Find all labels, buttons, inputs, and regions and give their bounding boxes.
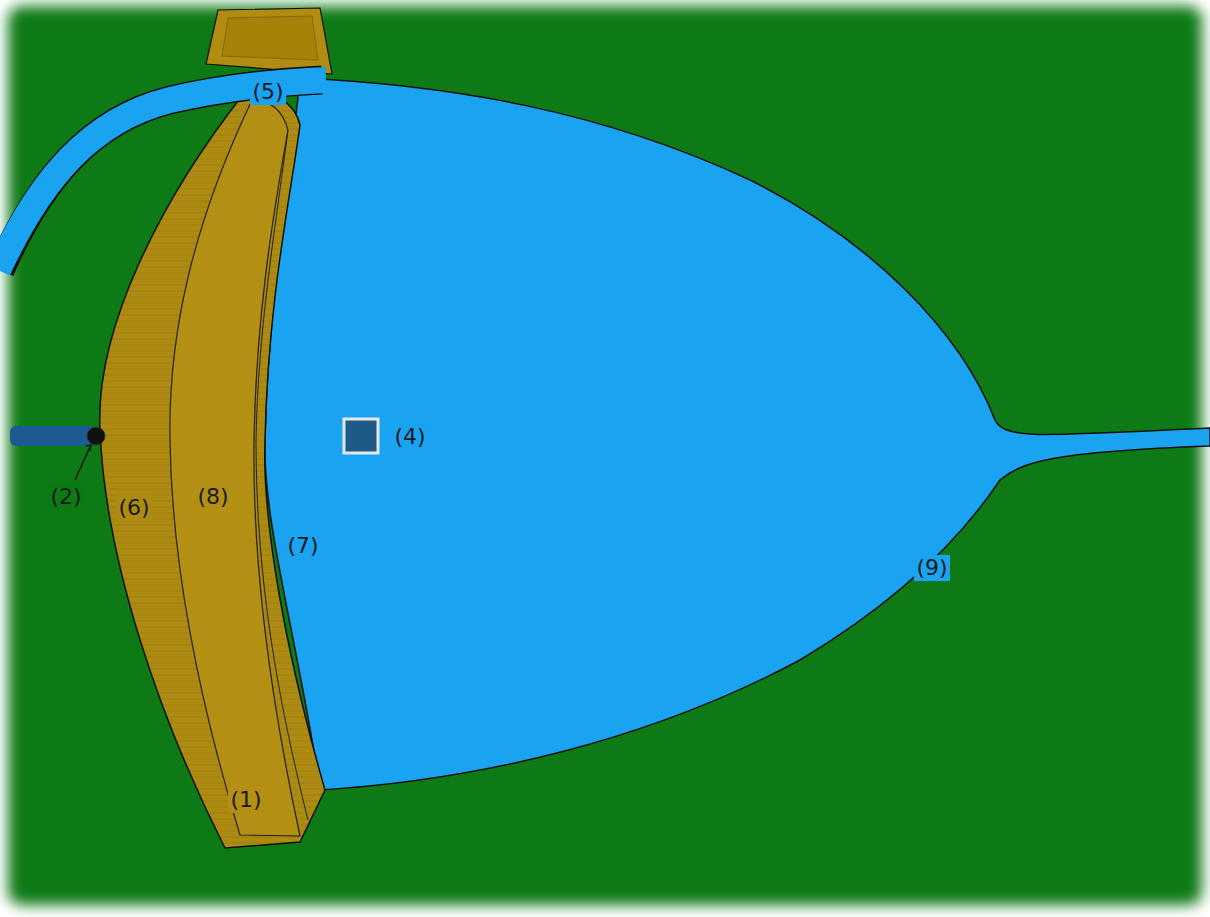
leader-arrow [86,445,91,451]
callout-number: (7) [285,533,320,558]
intake-tower [344,419,378,453]
callout-number: (9) [914,555,949,580]
pipe-inlet [87,427,105,445]
callout-number: (2) [48,484,83,509]
dam-crest-end [206,8,332,74]
callout-number: (8) [195,484,230,509]
reservoir-lake [265,78,1210,790]
leader-line [75,447,90,480]
dam-crest [170,100,300,836]
dam-crest-end-face [222,16,318,60]
callout-number: (4) [392,424,427,449]
dam-inner-edge [256,130,308,820]
callout-number: (6) [116,495,151,520]
callout-number: (5) [250,79,285,104]
callout-number: (1) [228,787,263,812]
inflow-river [0,80,326,270]
dam-body [100,92,325,848]
outlet-pipe [10,426,96,446]
